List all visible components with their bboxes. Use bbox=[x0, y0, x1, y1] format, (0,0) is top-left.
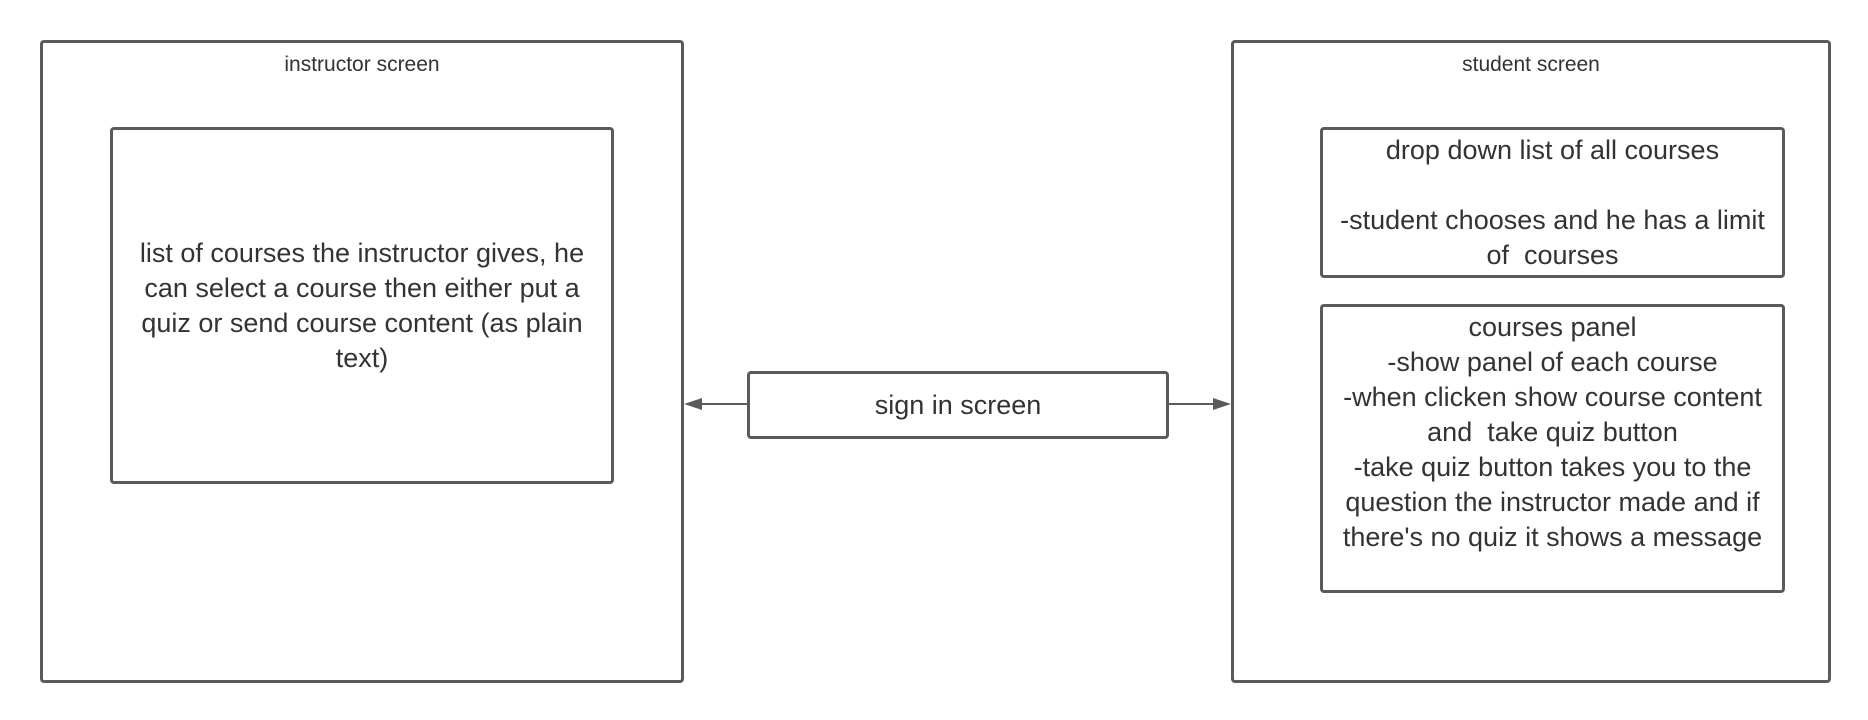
dropdown-courses-box: drop down list of all courses -student c… bbox=[1320, 127, 1785, 278]
sign-in-screen-box: sign in screen bbox=[747, 371, 1169, 439]
student-screen-title: student screen bbox=[1462, 53, 1600, 76]
dropdown-box-text-line: -student chooses and he has a limit bbox=[1340, 205, 1765, 235]
arrow-to-instructor-screen bbox=[684, 398, 747, 410]
sign-in-screen-label: sign in screen bbox=[874, 389, 1042, 420]
instructor-courses-text-line: list of courses the instructor gives, he bbox=[139, 237, 585, 268]
courses-panel-heading: courses panel bbox=[1468, 312, 1637, 342]
instructor-courses-box: list of courses the instructor gives, he… bbox=[110, 127, 614, 484]
courses-panel-text-line: -when clicken show course content bbox=[1343, 382, 1762, 412]
instructor-courses-text-line: text) bbox=[335, 342, 389, 373]
arrow-to-student-screen bbox=[1169, 398, 1231, 410]
dropdown-box-text-line: of courses bbox=[1486, 240, 1619, 270]
instructor-courses-text-line: quiz or send course content (as plain bbox=[141, 307, 583, 338]
courses-panel-text-line: there's no quiz it shows a message bbox=[1342, 522, 1763, 552]
courses-panel-text-line: and take quiz button bbox=[1427, 417, 1678, 447]
courses-panel-text-line: -show panel of each course bbox=[1387, 347, 1718, 377]
courses-panel-text-line: question the instructor made and if bbox=[1345, 487, 1760, 517]
instructor-courses-text-line: can select a course then either put a bbox=[144, 272, 580, 303]
courses-panel-box: courses panel -show panel of each course… bbox=[1320, 304, 1785, 593]
courses-panel-text-line: -take quiz button takes you to the bbox=[1353, 452, 1752, 482]
instructor-screen-title: instructor screen bbox=[284, 53, 440, 76]
dropdown-box-heading: drop down list of all courses bbox=[1385, 135, 1720, 165]
